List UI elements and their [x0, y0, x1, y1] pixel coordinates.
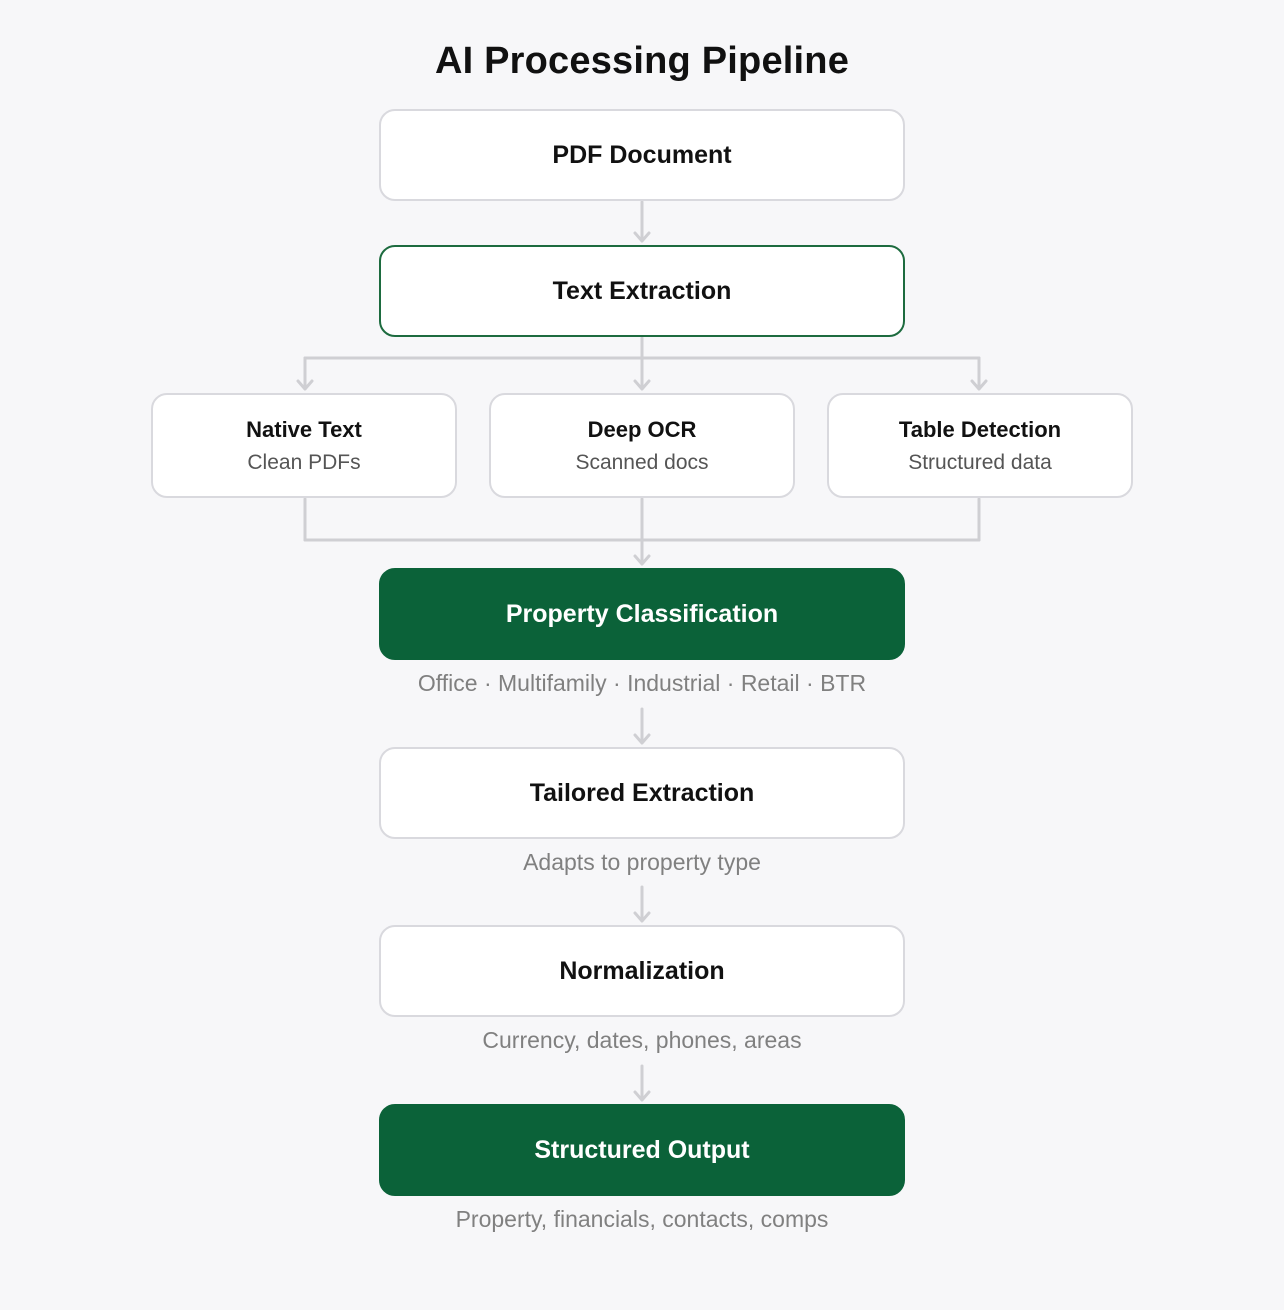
- native-text-node: Native Text Clean PDFs: [151, 393, 457, 498]
- arrowhead: [633, 231, 651, 243]
- normalization-node: Normalization: [379, 925, 905, 1017]
- structured-output-node: Structured Output: [379, 1104, 905, 1196]
- node-label: Property Classification: [505, 599, 779, 628]
- deep-ocr-node: Deep OCR Scanned docs: [489, 393, 795, 498]
- node-label: Text Extraction: [552, 276, 732, 305]
- tailored-extraction-caption: Adapts to property type: [523, 849, 761, 875]
- diagram-title: AI Processing Pipeline: [434, 40, 850, 82]
- text-extraction-node: Text Extraction: [379, 245, 905, 337]
- node-sublabel: Clean PDFs: [247, 450, 361, 474]
- node-label: Tailored Extraction: [529, 778, 755, 807]
- node-label: Deep OCR: [587, 416, 697, 442]
- node-label: Table Detection: [898, 416, 1062, 442]
- tailored-extraction-node: Tailored Extraction: [379, 747, 905, 839]
- node-sublabel: Scanned docs: [575, 450, 709, 474]
- property-classification-node: Property Classification: [379, 568, 905, 660]
- structured-output-caption: Property, financials, contacts, comps: [455, 1206, 829, 1232]
- node-label: Native Text: [246, 416, 362, 442]
- arrowhead: [633, 911, 651, 923]
- arrowhead: [633, 554, 651, 566]
- property-classification-caption: Office · Multifamily · Industrial · Reta…: [417, 670, 867, 696]
- node-label: Normalization: [559, 956, 725, 985]
- arrowhead: [633, 379, 651, 391]
- arrowhead: [296, 379, 314, 391]
- normalization-caption: Currency, dates, phones, areas: [482, 1027, 802, 1053]
- pdf-document-node: PDF Document: [379, 109, 905, 201]
- table-detection-node: Table Detection Structured data: [827, 393, 1133, 498]
- arrowhead: [633, 1090, 651, 1102]
- node-label: PDF Document: [552, 140, 732, 169]
- node-sublabel: Structured data: [908, 450, 1052, 474]
- arrowhead: [970, 379, 988, 391]
- node-label: Structured Output: [534, 1135, 750, 1164]
- arrowhead: [633, 733, 651, 745]
